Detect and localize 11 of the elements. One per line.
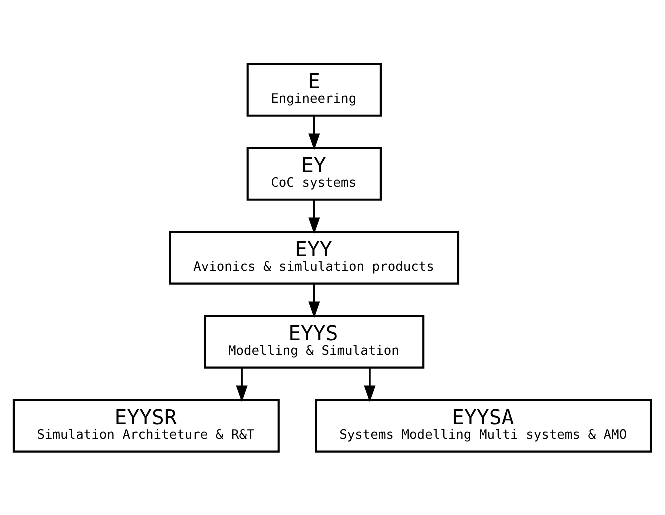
node-box: EYYSR Simulation Architeture & R&T — [12, 398, 280, 452]
node-box: EYYS Modelling & Simulation — [204, 314, 425, 368]
node-box: EYY Avionics & simlulation products — [169, 230, 460, 284]
arrow — [308, 116, 320, 150]
arrow — [308, 284, 320, 318]
arrow — [236, 368, 248, 402]
node-box: EYYSA Systems Modelling Multi systems & AMO — [315, 398, 652, 452]
arrow — [308, 200, 320, 234]
node-box: E Engineering — [246, 62, 382, 116]
node-box: EY CoC systems — [246, 146, 382, 200]
arrow — [364, 368, 376, 402]
